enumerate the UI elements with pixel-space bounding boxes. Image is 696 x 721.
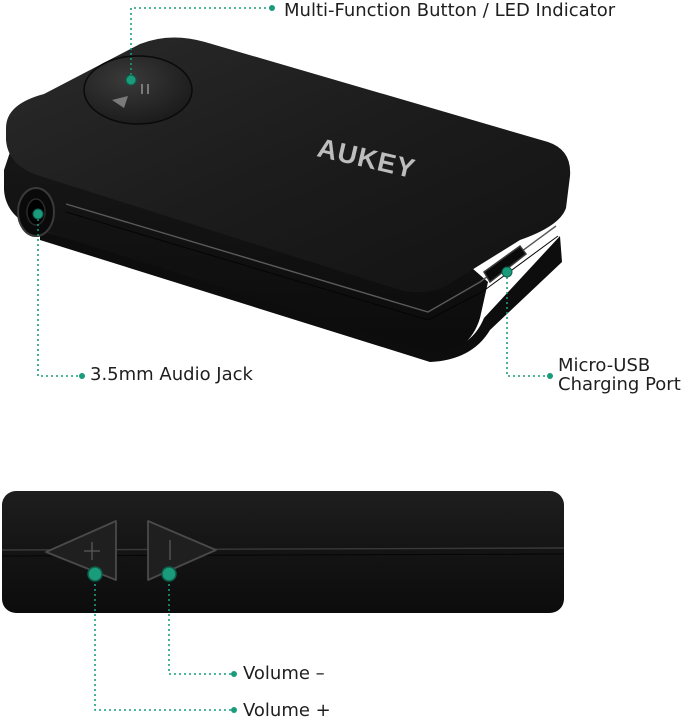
callout-volume-minus: Volume –	[243, 663, 325, 684]
callout-dot-usb-start	[501, 266, 513, 278]
callout-dot-jack-end	[79, 373, 85, 379]
callout-dot-vplus-end	[231, 707, 237, 713]
triangle-right-icon	[147, 520, 217, 581]
callout-dot-usb-end	[547, 373, 553, 379]
callout-dot-vminus-start	[161, 566, 177, 582]
volume-minus-button[interactable]	[147, 520, 217, 581]
device-side-view	[1, 491, 565, 613]
callout-dots	[32, 5, 553, 713]
device-angled-view: AUKEY	[4, 37, 571, 362]
play-pause-icon	[112, 84, 149, 108]
callout-micro-usb: Micro-USB Charging Port	[558, 356, 681, 394]
callout-micro-usb-line1: Micro-USB	[558, 355, 651, 376]
micro-usb-port	[483, 244, 528, 284]
volume-plus-button[interactable]	[45, 520, 117, 581]
callout-dot-multi-end	[269, 5, 275, 11]
callout-volume-plus: Volume +	[243, 700, 331, 721]
callout-dot-multi-start	[125, 74, 137, 86]
callout-lines	[37, 7, 550, 711]
callout-micro-usb-line2: Charging Port	[558, 374, 681, 395]
callout-dot-vplus-start	[87, 566, 103, 582]
callout-dot-jack-start	[32, 208, 44, 220]
device-side-body	[2, 491, 564, 613]
callout-audio-jack: 3.5mm Audio Jack	[90, 364, 253, 385]
callout-dot-vminus-end	[231, 671, 237, 677]
triangle-left-icon	[45, 520, 117, 581]
callout-multi-function: Multi-Function Button / LED Indicator	[284, 0, 616, 21]
multi-function-button[interactable]	[83, 55, 193, 125]
